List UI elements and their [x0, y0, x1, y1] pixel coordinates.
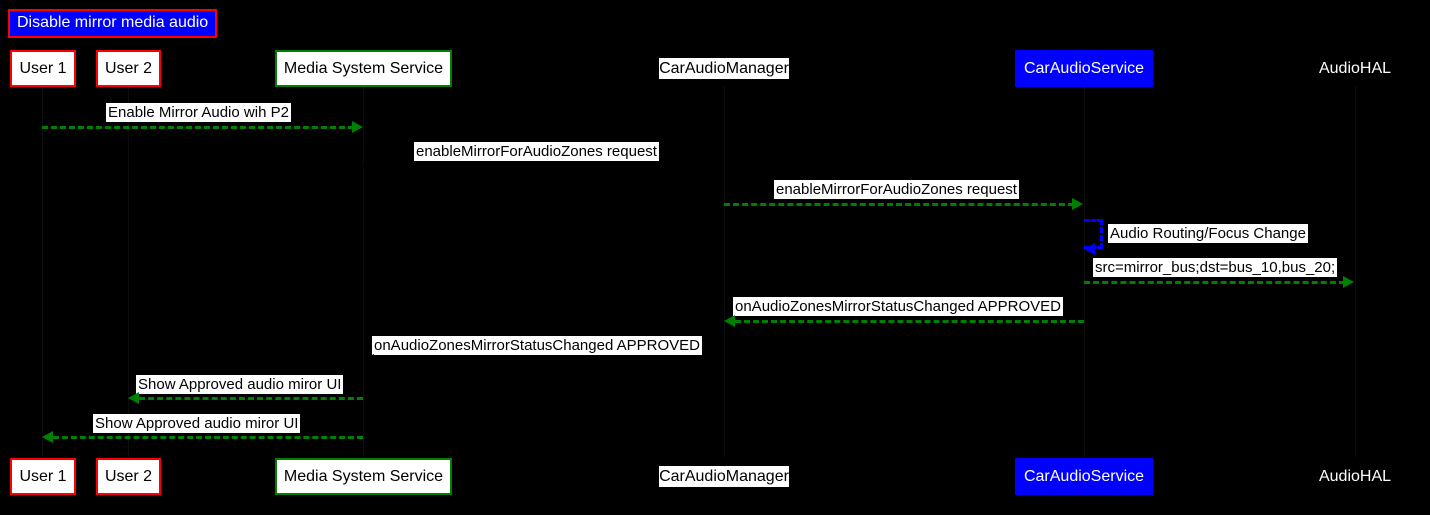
participant-audio-hal-top[interactable]: AudioHAL — [1300, 58, 1410, 79]
participant-user2-top[interactable]: User 2 — [96, 50, 161, 87]
message-arrow-enable-mirror-request-2 — [724, 203, 1074, 206]
message-arrow-src-dst-routing — [1084, 281, 1345, 284]
message-arrow-enable-mirror-audio — [42, 126, 354, 129]
participant-audio-hal-bottom[interactable]: AudioHAL — [1300, 466, 1410, 487]
message-label-enable-mirror-request-1: enableMirrorForAudioZones request — [414, 142, 659, 161]
arrow-head-left-icon — [1084, 243, 1095, 255]
message-label-mirror-status-approved-1: onAudioZonesMirrorStatusChanged APPROVED — [733, 297, 1064, 316]
message-label-audio-routing-focus-change: Audio Routing/Focus Change — [1108, 224, 1308, 243]
message-arrow-show-approved-ui-user2 — [139, 397, 363, 400]
arrow-head-right-icon — [712, 160, 723, 172]
lifeline-user1 — [42, 86, 43, 457]
lifeline-car-audio-service — [1084, 86, 1085, 457]
message-label-show-approved-ui-user2: Show Approved audio miror UI — [136, 375, 344, 394]
participant-label: User 2 — [104, 59, 153, 77]
participant-label: CarAudioService — [1023, 59, 1145, 77]
participant-user1-top[interactable]: User 1 — [10, 50, 76, 87]
lifeline-car-audio-manager — [724, 86, 725, 457]
participant-label: User 1 — [19, 59, 67, 77]
participant-media-system-service-bottom[interactable]: Media System Service — [275, 458, 452, 495]
participant-user1-bottom[interactable]: User 1 — [10, 458, 76, 495]
participant-label: Media System Service — [283, 467, 444, 485]
participant-car-audio-service-bottom[interactable]: CarAudioService — [1015, 458, 1153, 495]
lifeline-media-system-service — [363, 86, 364, 457]
lifeline-audio-hal — [1355, 86, 1356, 457]
arrow-head-left-icon — [128, 392, 139, 404]
participant-label: AudioHAL — [1318, 467, 1392, 485]
participant-car-audio-service-top[interactable]: CarAudioService — [1015, 50, 1153, 87]
participant-media-system-service-top[interactable]: Media System Service — [275, 50, 452, 87]
arrow-head-right-icon — [1343, 276, 1354, 288]
participant-label: User 1 — [19, 467, 67, 485]
arrow-head-left-icon — [363, 354, 374, 366]
message-arrow-mirror-status-approved-1 — [735, 320, 1084, 323]
message-label-enable-mirror-request-2: enableMirrorForAudioZones request — [774, 180, 1019, 199]
participant-label: CarAudioManager — [659, 59, 789, 77]
arrow-head-right-icon — [352, 121, 363, 133]
message-arrow-enable-mirror-request-1 — [363, 165, 714, 168]
participant-label: CarAudioManager — [659, 467, 789, 485]
message-label-show-approved-ui-user1: Show Approved audio miror UI — [93, 414, 301, 433]
participant-car-audio-manager-top[interactable]: CarAudioManager — [659, 58, 789, 79]
lifeline-user2 — [128, 86, 129, 457]
message-arrow-mirror-status-approved-2 — [374, 359, 724, 362]
message-label-enable-mirror-audio: Enable Mirror Audio wih P2 — [106, 103, 291, 122]
message-arrow-show-approved-ui-user1 — [53, 436, 363, 439]
participant-label: Media System Service — [283, 59, 444, 77]
message-label-mirror-status-approved-2: onAudioZonesMirrorStatusChanged APPROVED — [372, 336, 703, 355]
participant-car-audio-manager-bottom[interactable]: CarAudioManager — [659, 466, 789, 487]
arrow-head-left-icon — [724, 315, 735, 327]
message-label-src-dst-routing: src=mirror_bus;dst=bus_10,bus_20; — [1093, 258, 1338, 277]
participant-user2-bottom[interactable]: User 2 — [96, 458, 161, 495]
participant-label: CarAudioService — [1023, 467, 1145, 485]
diagram-title: Disable mirror media audio — [8, 9, 218, 38]
participant-label: User 2 — [104, 467, 153, 485]
arrow-head-left-icon — [42, 431, 53, 443]
arrow-head-right-icon — [1072, 198, 1083, 210]
participant-label: AudioHAL — [1318, 59, 1392, 77]
